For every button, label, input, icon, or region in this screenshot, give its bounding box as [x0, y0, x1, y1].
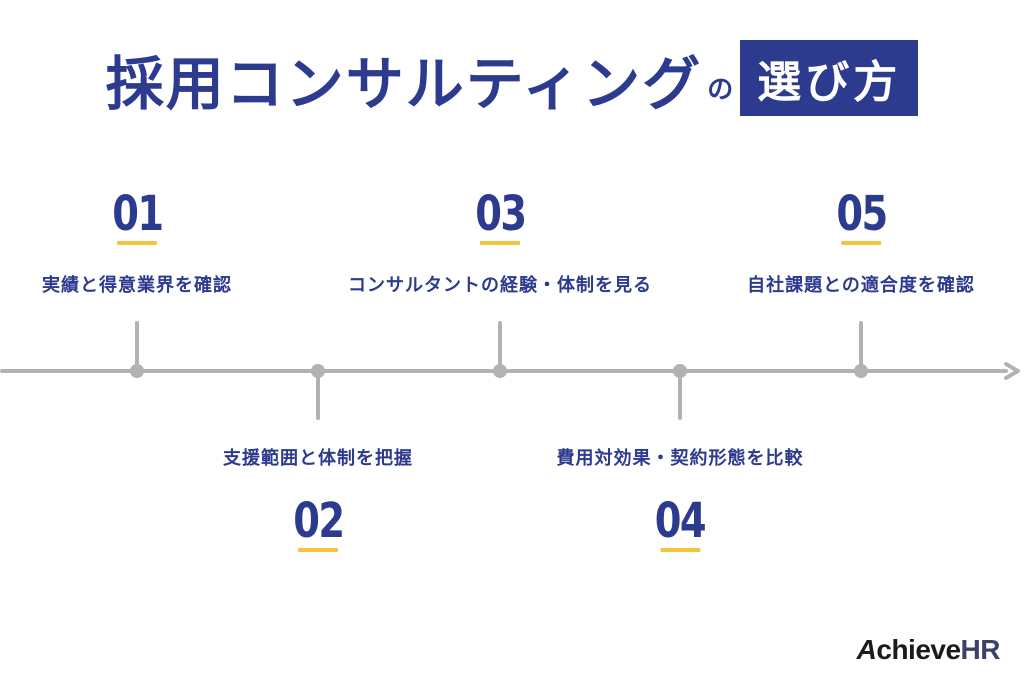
step-underline: [660, 548, 700, 553]
step-number-text: 05: [835, 186, 888, 242]
step-label: 費用対効果・契約形態を比較: [556, 448, 804, 468]
arrow-right-icon: [1004, 362, 1020, 380]
step-number: 04: [649, 497, 712, 545]
step-label: 実績と得意業界を確認: [42, 275, 232, 295]
step-label: 支援範囲と体制を把握: [223, 448, 413, 468]
logo-text-achieve: Achieve: [856, 634, 961, 665]
timeline-dot: [130, 364, 144, 378]
step-label: 自社課題との適合度を確認: [747, 275, 975, 295]
timeline-dot: [311, 364, 325, 378]
timeline-connector-5: [859, 321, 863, 371]
step-number-text: 03: [474, 186, 527, 242]
step-number-text: 01: [111, 186, 164, 242]
title-particle-text: の: [707, 74, 734, 104]
timeline-dot: [673, 364, 687, 378]
step-number-text: 02: [292, 493, 345, 550]
step-3: 03 コンサルタントの経験・体制を見る: [348, 190, 652, 297]
step-number: 02: [287, 497, 350, 545]
step-1: 01 実績と得意業界を確認: [42, 190, 232, 297]
timeline-connector-4: [678, 371, 682, 420]
step-underline: [840, 241, 881, 245]
title-main-text: 採用コンサルティング: [105, 52, 703, 117]
logo-text-hr: HR: [960, 634, 1001, 665]
step-number: 03: [469, 190, 532, 238]
timeline-connector-2: [316, 371, 320, 420]
step-2: 支援範囲と体制を把握 02: [223, 447, 413, 553]
timeline-dot: [493, 364, 507, 378]
timeline-dot: [854, 364, 868, 378]
timeline-connector-1: [135, 321, 139, 371]
step-number: 01: [106, 190, 169, 238]
step-4: 費用対効果・契約形態を比較 04: [556, 447, 804, 553]
step-label: コンサルタントの経験・体制を見る: [348, 275, 652, 295]
step-number-text: 04: [654, 493, 707, 550]
step-underline: [298, 548, 338, 553]
achievehr-logo: AchieveHR: [856, 634, 1001, 666]
step-5: 05 自社課題との適合度を確認: [747, 190, 975, 297]
step-underline: [480, 241, 520, 245]
step-number: 05: [830, 190, 893, 238]
page-title: 採用コンサルティング の 選び方: [0, 40, 1024, 116]
step-underline: [117, 241, 157, 245]
timeline-connector-3: [498, 321, 502, 371]
title-highlight-box: 選び方: [740, 40, 919, 116]
